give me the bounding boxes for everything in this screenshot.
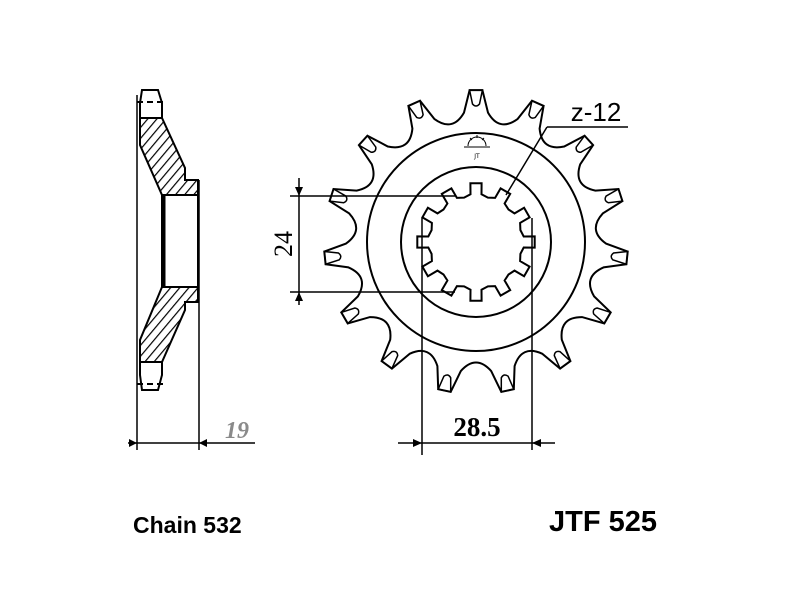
dimension-24: 24 (269, 231, 298, 257)
teeth-count-label: z-12 (571, 97, 622, 127)
part-number: JTF 525 (549, 506, 657, 538)
side-top-section (139, 117, 199, 196)
front-view: JT (290, 89, 629, 455)
side-view (128, 89, 255, 450)
side-bottom-tab (139, 361, 163, 391)
side-bottom-section (139, 286, 199, 363)
pitch-circle (366, 132, 586, 352)
tooth-mark (380, 350, 399, 370)
dimension-28-5: 28.5 (453, 412, 500, 442)
hub-circle (400, 166, 552, 318)
brand-logo: JT (464, 135, 490, 160)
svg-text:JT: JT (473, 153, 480, 160)
tooth-mark (468, 89, 484, 107)
tooth-marks (323, 89, 629, 393)
tooth-mark (604, 187, 624, 204)
tooth-mark (575, 134, 595, 154)
tooth-mark (407, 99, 424, 119)
tooth-mark (437, 374, 452, 393)
tooth-mark (323, 250, 342, 266)
tooth-mark (553, 350, 572, 370)
tooth-mark (610, 250, 629, 266)
side-top-tab (139, 89, 163, 119)
tooth-mark (528, 99, 545, 119)
side-hub (161, 194, 199, 288)
chain-label: Chain 532 (133, 512, 242, 538)
tooth-mark (357, 134, 377, 154)
tooth-mark (592, 307, 612, 325)
spline-outline (416, 182, 536, 302)
dimension-19: 19 (225, 418, 249, 444)
tooth-mark (500, 374, 515, 393)
tooth-mark (340, 307, 360, 325)
